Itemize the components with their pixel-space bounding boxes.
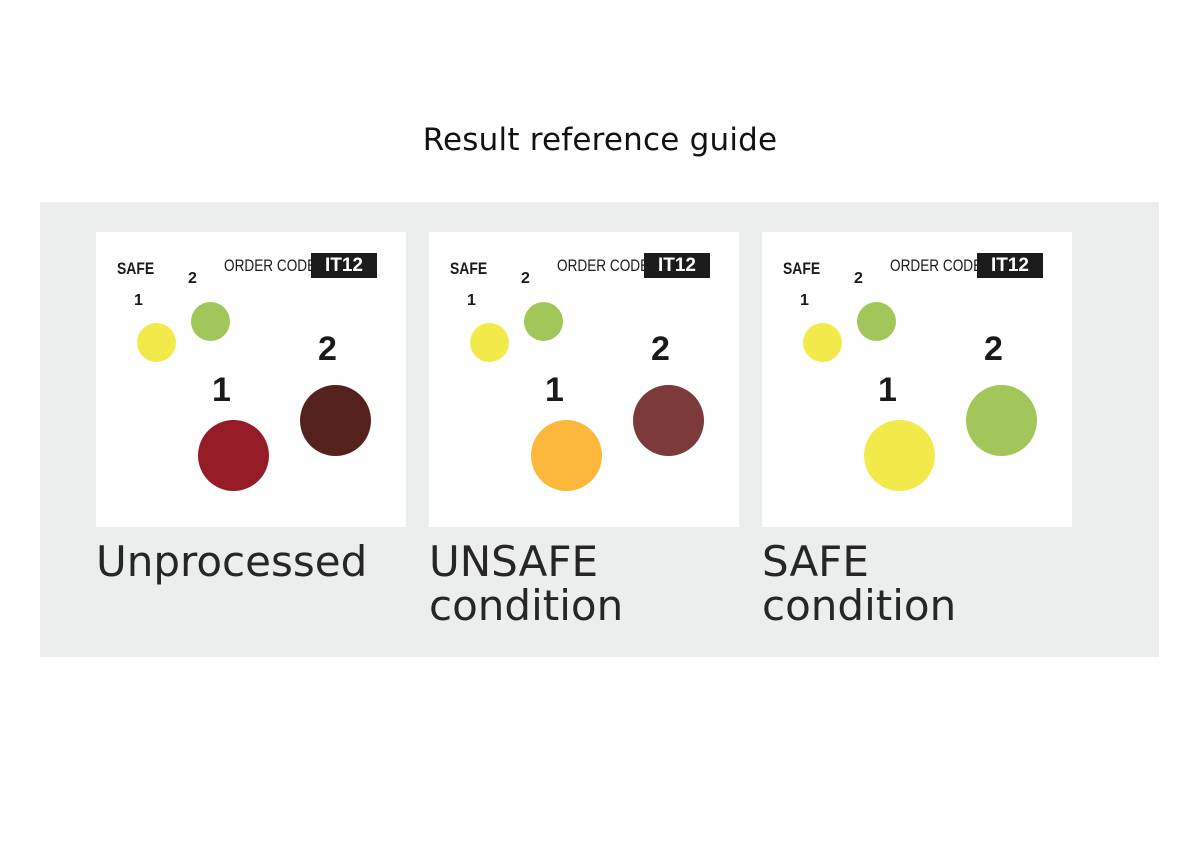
indicator-dot-2 [633, 385, 704, 456]
ref-dot-2-number: 2 [854, 270, 863, 287]
ref-dot-2 [524, 302, 563, 341]
caption-unprocessed: Unprocessed [96, 540, 367, 584]
indicator-2-number: 2 [651, 330, 670, 368]
caption-line-2: condition [762, 581, 957, 630]
order-code-badge: IT12 [977, 253, 1043, 278]
indicator-dot-1 [531, 420, 602, 491]
indicator-2-number: 2 [318, 330, 337, 368]
indicator-dot-1 [864, 420, 935, 491]
order-code-badge: IT12 [644, 253, 710, 278]
ref-dot-1-number: 1 [134, 292, 143, 309]
ref-dot-2-number: 2 [188, 270, 197, 287]
indicator-1-number: 1 [878, 371, 897, 409]
caption-unsafe: UNSAFE condition [429, 540, 623, 628]
safe-label: SAFE [783, 259, 821, 278]
caption-line-2: condition [429, 581, 624, 630]
ref-dot-1 [803, 323, 842, 362]
page-title: Result reference guide [422, 122, 778, 158]
safe-label: SAFE [117, 259, 155, 278]
caption-line-1: UNSAFE [429, 537, 599, 586]
ref-dot-2 [191, 302, 230, 341]
indicator-1-number: 1 [545, 371, 564, 409]
caption-safe: SAFE condition [762, 540, 956, 628]
ref-dot-2 [857, 302, 896, 341]
caption-line-1: SAFE [762, 537, 869, 586]
ref-dot-1-number: 1 [467, 292, 476, 309]
reference-panel: SAFE 2 ORDER CODE IT12 1 2 1 Unprocessed… [40, 202, 1159, 657]
reference-card-unsafe: SAFE 2 ORDER CODE IT12 1 2 1 [429, 232, 739, 527]
ref-dot-1-number: 1 [800, 292, 809, 309]
indicator-dot-2 [300, 385, 371, 456]
indicator-dot-1 [198, 420, 269, 491]
order-code-label: ORDER CODE [557, 256, 650, 275]
order-code-label: ORDER CODE [224, 256, 317, 275]
ref-dot-2-number: 2 [521, 270, 530, 287]
safe-label: SAFE [450, 259, 488, 278]
indicator-2-number: 2 [984, 330, 1003, 368]
indicator-dot-2 [966, 385, 1037, 456]
caption-line-1: Unprocessed [96, 537, 368, 586]
reference-card-unprocessed: SAFE 2 ORDER CODE IT12 1 2 1 [96, 232, 406, 527]
indicator-1-number: 1 [212, 371, 231, 409]
order-code-badge: IT12 [311, 253, 377, 278]
ref-dot-1 [470, 323, 509, 362]
reference-card-safe: SAFE 2 ORDER CODE IT12 1 2 1 [762, 232, 1072, 527]
order-code-label: ORDER CODE [890, 256, 983, 275]
ref-dot-1 [137, 323, 176, 362]
